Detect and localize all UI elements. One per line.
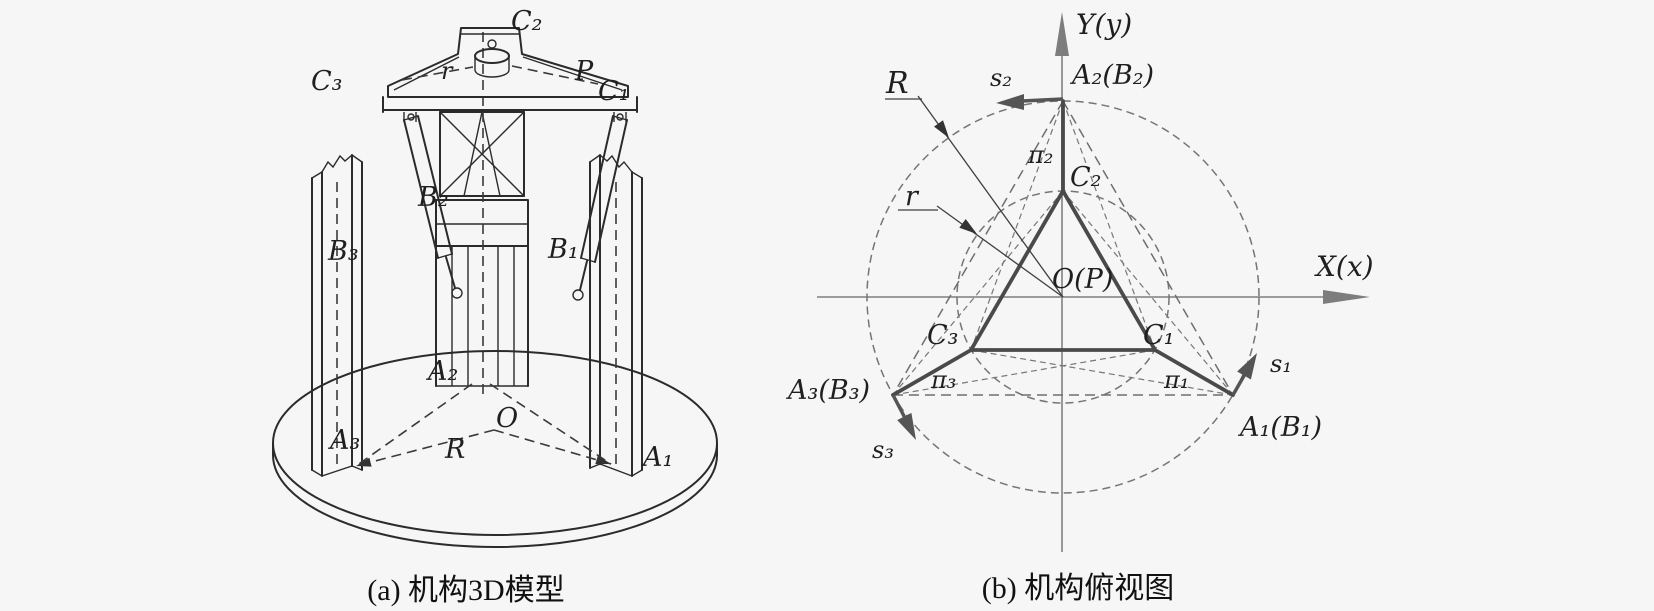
panel-a-3d-model: C₂ C₃ C₁ r P B₂ B₃ B₁ A₂ A₃ A₁ O R (a) 机… <box>272 6 718 607</box>
x-axis-arrow <box>1323 290 1370 304</box>
label-b-c2: C₂ <box>1070 162 1101 193</box>
base-annotation <box>355 383 612 467</box>
tangent-arrows <box>891 94 1257 440</box>
left-strut <box>403 113 463 299</box>
label-s1: s₁ <box>1270 350 1292 378</box>
right-column <box>589 154 643 477</box>
radius-leaders <box>885 95 1064 298</box>
label-b-c1: C₁ <box>1143 320 1174 351</box>
top-platform <box>382 27 638 122</box>
label-a-c2: C₂ <box>511 6 542 37</box>
left-column <box>311 154 363 477</box>
label-a-c3: C₃ <box>311 66 342 97</box>
y-axis-arrow <box>1055 12 1069 56</box>
s3-arrow <box>897 412 916 440</box>
label-pi2: π₂ <box>1027 141 1053 169</box>
caption-b: (b) 机构俯视图 <box>982 572 1174 605</box>
label-b-R: R <box>885 66 909 101</box>
limb-plane-dashed-lines <box>892 100 1234 396</box>
label-a-b2: B₂ <box>417 182 449 213</box>
label-a-b1: B₁ <box>547 234 579 265</box>
panel-b-labels: Y(y) X(x) A₂(B₂) A₁(B₁) A₃(B₃) C₂ C₁ C₃ … <box>785 8 1374 464</box>
s1-arrow <box>1237 353 1257 380</box>
label-a-a3: A₃ <box>327 425 360 456</box>
label-pi1: π₁ <box>1163 366 1189 394</box>
label-op: O(P) <box>1052 264 1113 295</box>
caption-a: (a) 机构3D模型 <box>367 574 564 607</box>
base-triangle-dashed <box>892 100 1234 396</box>
label-a-p: P <box>574 56 594 87</box>
label-s3: s₃ <box>872 436 894 464</box>
label-a-c1: C₁ <box>598 76 629 107</box>
label-a-a2: A₂ <box>425 356 458 387</box>
s2-arrow <box>996 94 1024 110</box>
label-b-r: r <box>905 181 920 212</box>
base-disc <box>272 350 718 548</box>
label-y-axis: Y(y) <box>1076 8 1132 41</box>
central-column <box>435 32 529 394</box>
label-a-a1: A₁ <box>640 442 673 473</box>
label-a-r: r <box>441 57 454 85</box>
label-x-axis: X(x) <box>1314 250 1374 283</box>
label-a3b3: A₃(B₃) <box>785 375 870 406</box>
platform-triangle-and-legs <box>891 99 1235 397</box>
label-a2b2: A₂(B₂) <box>1069 60 1154 91</box>
label-a1b1: A₁(B₁) <box>1237 412 1322 443</box>
label-b-c3: C₃ <box>927 320 958 351</box>
label-a-R: R <box>444 434 465 465</box>
panel-b-top-view: Y(y) X(x) A₂(B₂) A₁(B₁) A₃(B₃) C₂ C₁ C₃ … <box>785 8 1374 605</box>
panel-a-labels: C₂ C₃ C₁ r P B₂ B₃ B₁ A₂ A₃ A₁ O R <box>311 6 673 473</box>
label-a-o: O <box>496 403 518 434</box>
right-strut <box>572 113 628 301</box>
label-s2: s₂ <box>990 64 1012 92</box>
label-a-b3: B₃ <box>327 236 359 267</box>
label-pi3: π₃ <box>930 366 956 394</box>
